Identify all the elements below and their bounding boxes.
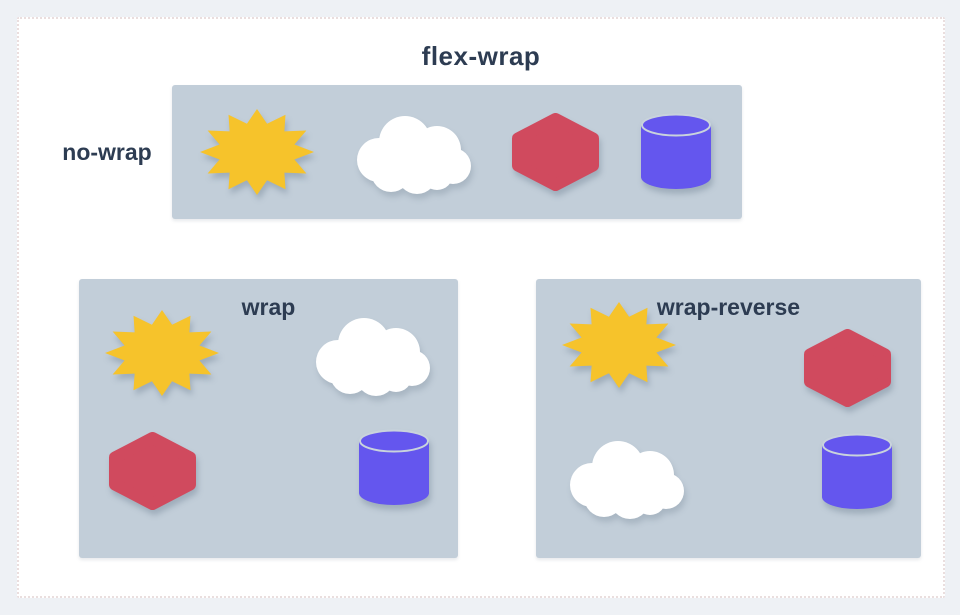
cylinder-shape xyxy=(822,433,892,509)
cylinder-shape xyxy=(359,429,429,505)
no-wrap-example-container xyxy=(172,85,742,219)
wrap-label: wrap xyxy=(241,294,296,320)
starburst-shape xyxy=(199,109,314,195)
no-wrap-label: no-wrap xyxy=(62,138,152,165)
wrap-reverse-label: wrap-reverse xyxy=(656,294,801,320)
shape-row xyxy=(79,310,458,398)
wrap-reverse-shape-rows xyxy=(536,279,921,558)
shape-row xyxy=(536,433,921,521)
starburst-shape xyxy=(562,302,676,388)
shape-row xyxy=(79,429,458,513)
hexagon-shape xyxy=(109,432,196,510)
hexagon-shape xyxy=(804,329,891,407)
cloud-shape xyxy=(570,441,684,519)
wrap-reverse-example-container: wrap-reverse xyxy=(536,279,921,558)
cloud-shape xyxy=(316,318,430,396)
flex-wrap-demo-card: flex-wrap no-wrap wrap wrap-reverse xyxy=(17,17,945,598)
shape-row xyxy=(536,302,921,410)
wrap-example-container: wrap xyxy=(79,279,458,558)
page-title: flex-wrap xyxy=(421,41,541,71)
starburst-shape xyxy=(105,310,219,396)
cylinder-shape xyxy=(641,113,712,189)
hexagon-shape xyxy=(512,113,600,191)
cloud-shape xyxy=(356,116,471,194)
wrap-shape-rows xyxy=(79,279,458,558)
